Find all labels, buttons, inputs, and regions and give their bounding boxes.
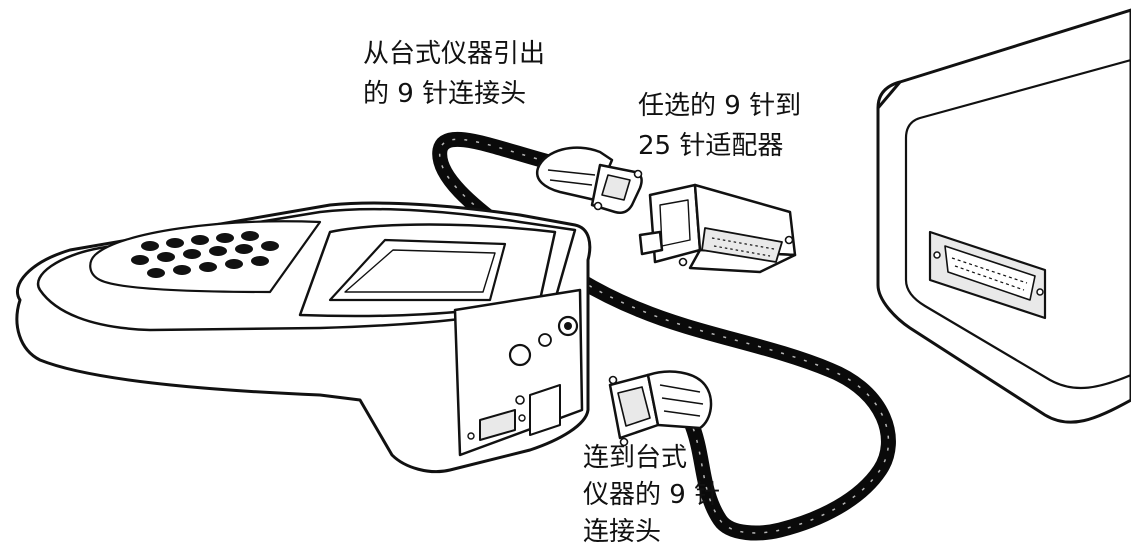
meter-screen (328, 238, 507, 302)
callout-instrument-connector: 从台式仪器引出 的 9 针连接头 (363, 34, 545, 114)
callout-line: 连接头 (583, 517, 662, 547)
db9-connector-bottom (608, 370, 713, 447)
callout-line: 从台式仪器引出 (363, 39, 546, 69)
serial-cable (432, 131, 896, 541)
callout-line: 的 9 针连接头 (363, 79, 527, 109)
callout-optional-adapter: 任选的 9 针到 25 针适配器 (638, 86, 801, 166)
db9-to-db25-adapter (638, 183, 797, 274)
db9-connector-top (535, 146, 643, 214)
keypad (131, 231, 279, 278)
callout-line: 仪器的 9 针 (583, 480, 721, 510)
callout-line: 任选的 9 针到 (638, 91, 802, 121)
handheld-meter (15, 201, 592, 474)
callout-benchtop-connector: 连到台式 仪器的 9 针 连接头 (583, 440, 720, 551)
db25-port (928, 230, 1047, 320)
meter-db9-port (467, 409, 526, 441)
probe-port (508, 343, 532, 367)
callout-line: 连到台式 (583, 443, 688, 473)
callout-line: 25 针适配器 (638, 131, 784, 161)
benchtop-instrument (876, 8, 1131, 424)
